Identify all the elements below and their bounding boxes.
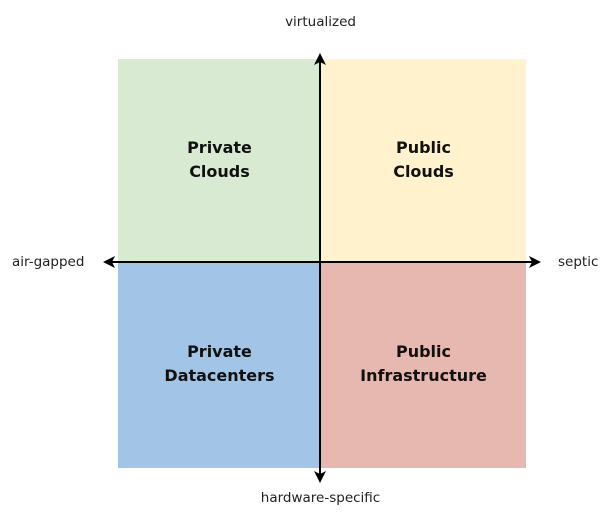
axis-label-bottom: hardware-specific <box>260 490 381 506</box>
quadrant-public-clouds: Public Clouds <box>321 59 526 262</box>
quadrant-private-datacenters: Private Datacenters <box>118 262 321 468</box>
axis-label-right: septic <box>558 254 599 270</box>
quadrant-private-clouds: Private Clouds <box>118 59 321 262</box>
quadrant-label-public-infrastructure: Public Infrastructure <box>360 342 487 385</box>
arrow-up-icon <box>314 53 326 65</box>
quadrant-label-private-clouds: Private Clouds <box>187 137 252 181</box>
axis-label-left: air-gapped <box>12 254 85 270</box>
axis-label-top: virtualized <box>285 14 356 30</box>
arrow-left-icon <box>103 256 115 268</box>
quadrant-label-private-datacenters: Private Datacenters <box>164 342 275 385</box>
quadrant-public-infrastructure: Public Infrastructure <box>321 262 526 468</box>
arrow-right-icon <box>529 256 541 268</box>
quadrant-label-public-clouds: Public Clouds <box>393 137 454 181</box>
arrow-down-icon <box>314 471 326 483</box>
